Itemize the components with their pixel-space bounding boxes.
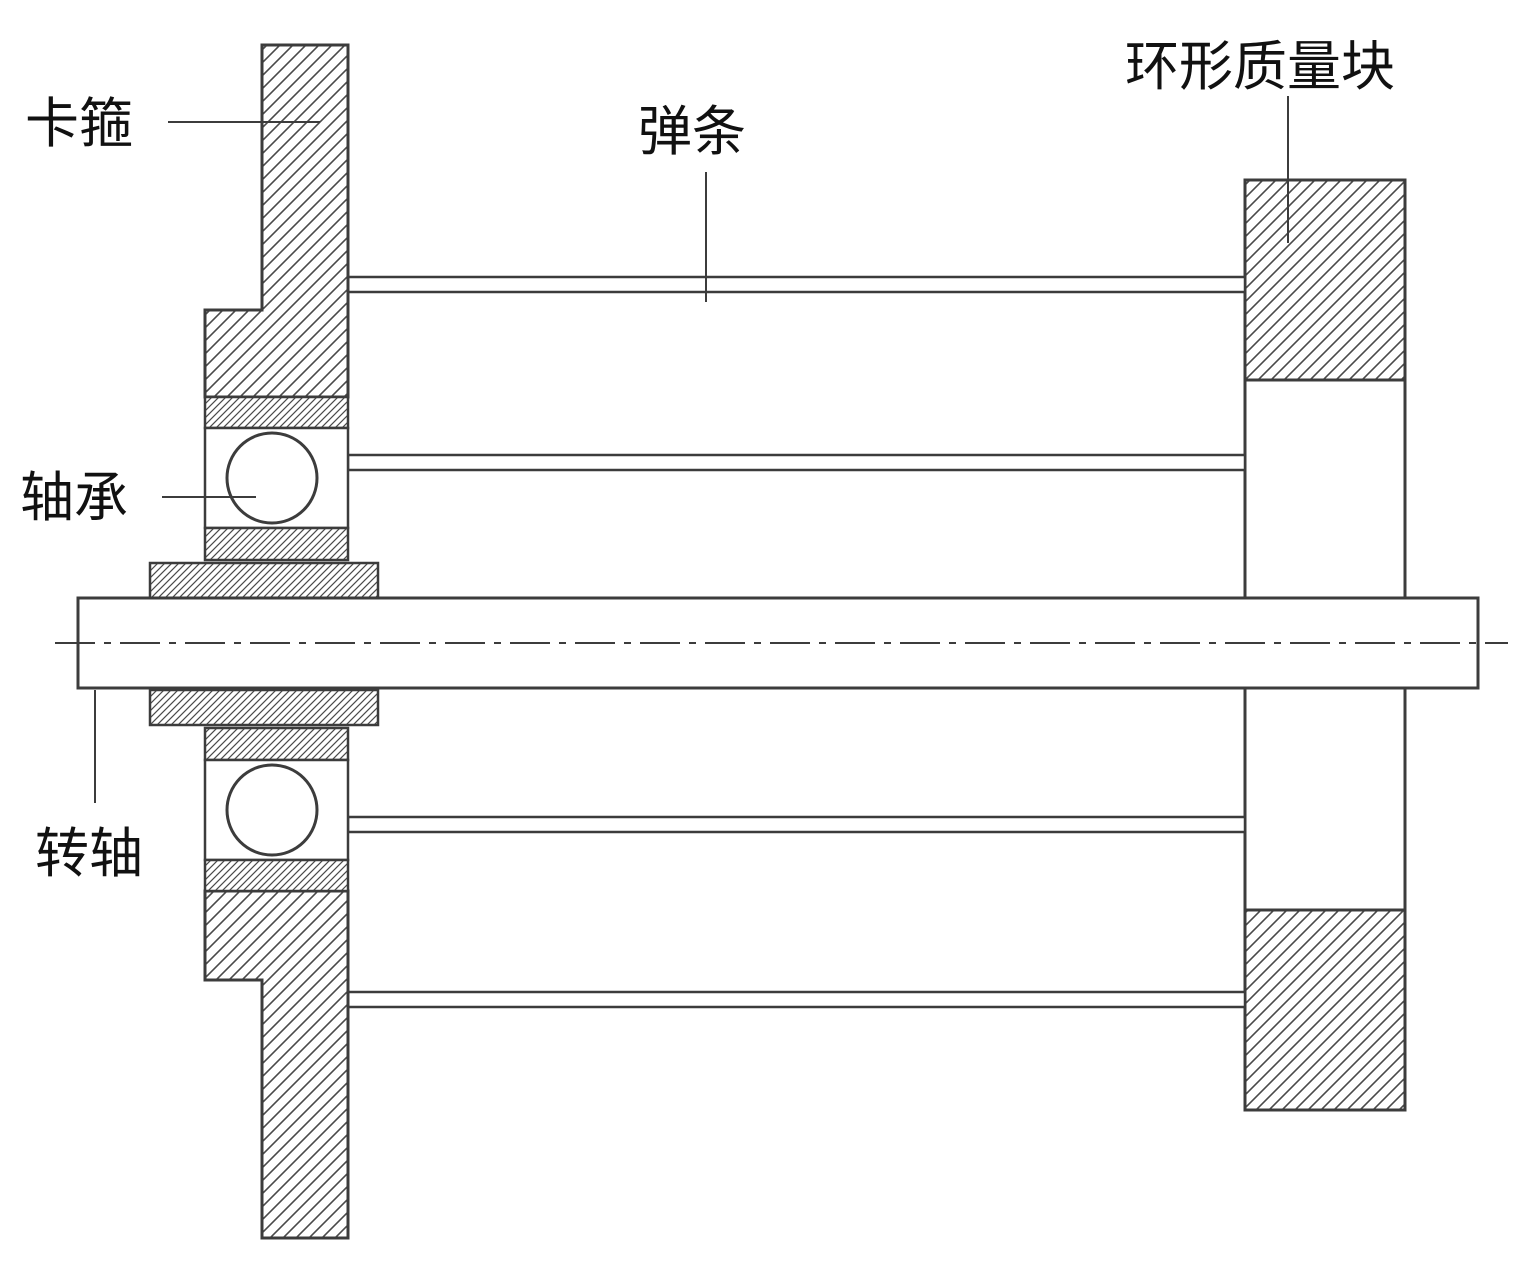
annular-mass-block-label: 环形质量块 xyxy=(1125,35,1395,98)
bearing-upper xyxy=(148,395,380,600)
bearing-lower-inner-race xyxy=(203,726,350,762)
spring-bar-2 xyxy=(346,453,1247,472)
mass-block-lower-section xyxy=(1243,908,1407,1112)
spring-bar-4 xyxy=(346,990,1247,1009)
bearing-lower xyxy=(148,688,380,893)
bearing-upper-sleeve xyxy=(148,561,380,600)
labels: 卡箍 弹条 环形质量块 轴承 转轴 xyxy=(20,35,1395,885)
bearing-lower-outer-race xyxy=(203,858,350,893)
clamp xyxy=(203,43,350,1240)
bearing-lower-ball xyxy=(225,763,319,857)
clamp-label: 卡箍 xyxy=(25,92,133,155)
spring-bars xyxy=(346,275,1247,1009)
spring-bar-1 xyxy=(346,275,1247,294)
spring-bar-3 xyxy=(346,815,1247,834)
clamp-upper-arm xyxy=(203,43,350,399)
bearing-lower-sleeve xyxy=(148,688,380,727)
clamp-lower-arm xyxy=(203,889,350,1240)
bearing-label: 轴承 xyxy=(20,466,128,529)
mass-block-upper-section xyxy=(1243,178,1407,382)
rotating-shaft-label: 转轴 xyxy=(35,822,143,885)
spring-bar-label: 弹条 xyxy=(638,100,746,163)
bearing-upper-outer-race xyxy=(203,395,350,430)
leader-lines xyxy=(94,96,1289,803)
bearing-upper-inner-race xyxy=(203,526,350,562)
bearing-upper-ball xyxy=(225,431,319,525)
